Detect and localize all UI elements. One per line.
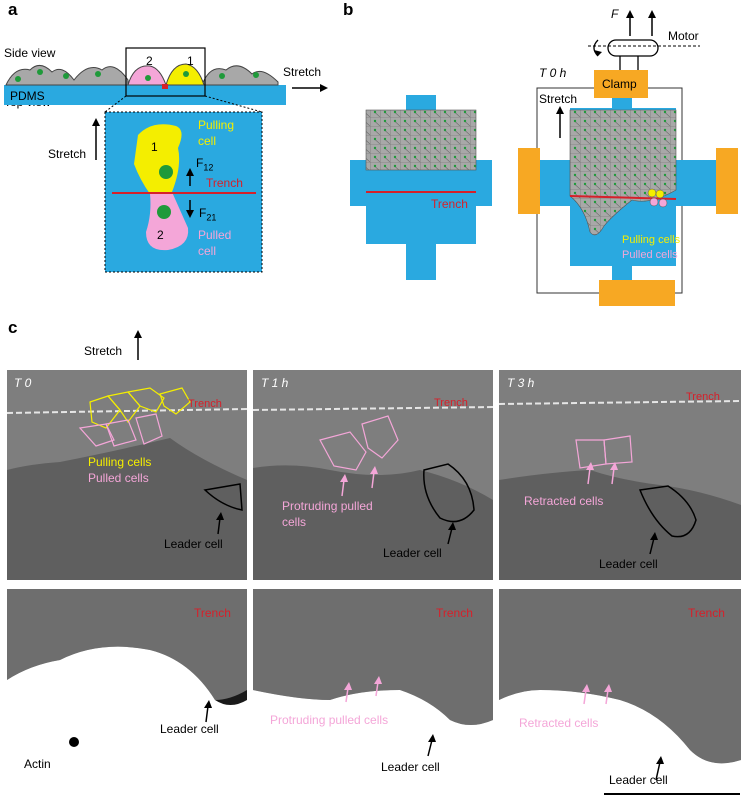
time-label-c1: T 0 — [14, 376, 31, 390]
retracted-label-a: Retracted cells — [519, 716, 598, 730]
leader-cell-label-a2: Leader cell — [381, 760, 440, 774]
trench-label-a2: Trench — [436, 606, 473, 620]
leader-cell-label-a3: Leader cell — [609, 773, 668, 787]
protruding-label-c-2: cells — [282, 515, 306, 529]
protruding-label-a: Protruding pulled cells — [270, 713, 388, 727]
trench-label-a1: Trench — [194, 606, 231, 620]
actin-label: Actin — [24, 757, 51, 771]
leader-cell-label-a1: Leader cell — [160, 722, 219, 736]
trench-label-c3: Trench — [686, 391, 720, 403]
pulling-cells-label-c: Pulling cells — [88, 455, 151, 469]
time-label-c3: T 3 h — [507, 376, 534, 390]
leader-cell-label-c3: Leader cell — [599, 557, 658, 571]
protruding-label-c-1: Protruding pulled — [282, 499, 373, 513]
trench-label-c1: Trench — [188, 398, 222, 410]
retracted-label-c: Retracted cells — [524, 494, 603, 508]
trench-label-a3: Trench — [688, 606, 725, 620]
pulled-cells-label-c: Pulled cells — [88, 471, 149, 485]
leader-cell-label-c2: Leader cell — [383, 546, 442, 560]
time-label-c2: T 1 h — [261, 376, 288, 390]
trench-label-c2: Trench — [434, 397, 468, 409]
leader-cell-label-c1: Leader cell — [164, 537, 223, 551]
